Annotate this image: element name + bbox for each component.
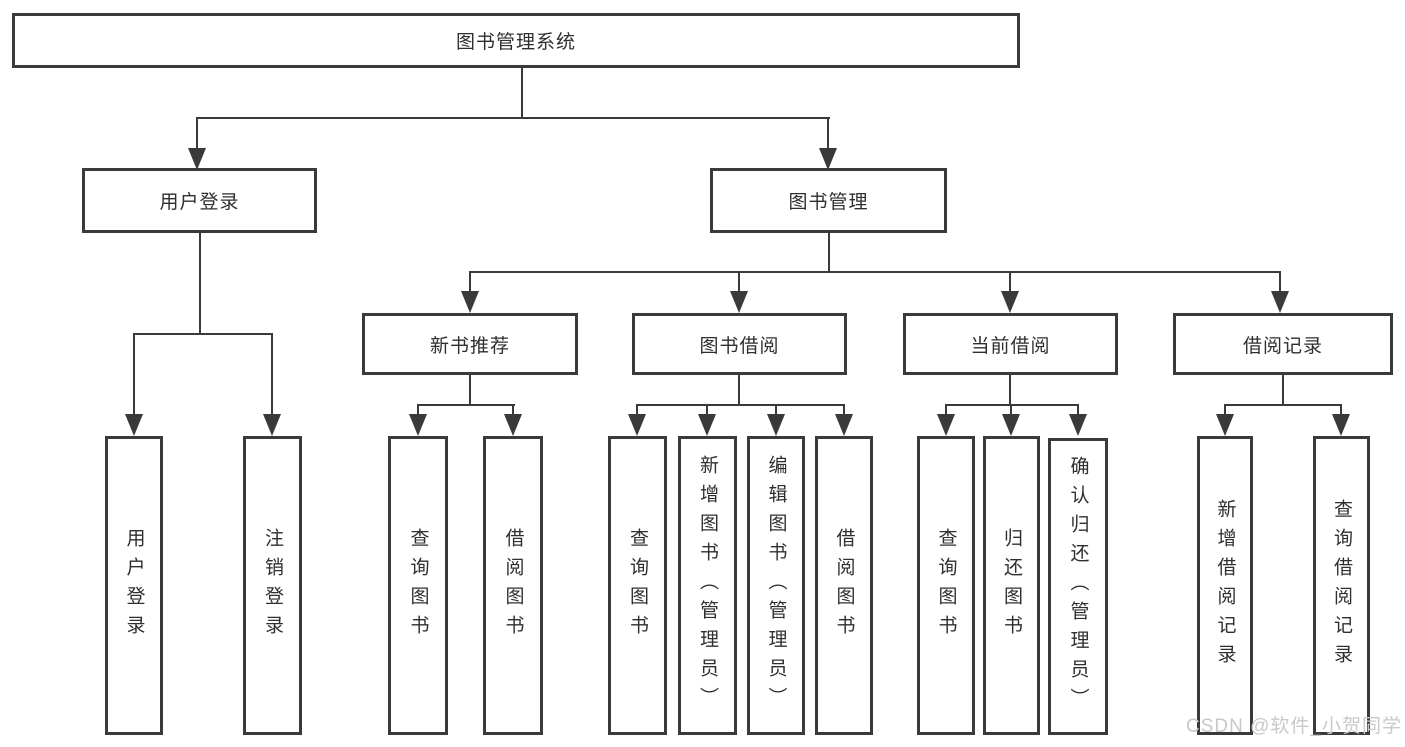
node-current-borrow: 当前借阅 [903,313,1118,375]
connector-line [1009,375,1011,406]
leaf-query-book-borrow-label: 查询图书 [627,527,648,644]
leaf-add-book-admin-label: 新增图书（管理员） [697,455,718,716]
connector-line [738,271,740,293]
node-new-book-recommend-label: 新书推荐 [429,335,510,357]
leaf-add-book-admin: 新增图书（管理员） [678,436,737,735]
connector-line [636,404,638,416]
leaf-add-borrow-record: 新增借阅记录 [1197,436,1253,735]
arrow-down-icon [461,291,479,313]
connector-line [945,404,947,416]
leaf-add-borrow-record-label: 新增借阅记录 [1214,498,1236,673]
leaf-borrow-book-label: 借阅图书 [833,527,855,644]
leaf-query-borrow-record: 查询借阅记录 [1313,436,1370,735]
node-borrow-records: 借阅记录 [1173,313,1393,375]
arrow-down-icon [263,414,281,436]
leaf-query-borrow-record-label: 查询借阅记录 [1331,498,1352,673]
leaf-return-book: 归还图书 [983,436,1040,735]
arrow-down-icon [730,291,748,313]
connector-line [417,404,419,416]
connector-line [1224,404,1342,406]
connector-line [1340,404,1342,416]
leaf-query-book-current: 查询图书 [917,436,975,735]
arrow-down-icon [1001,291,1019,313]
connector-line [945,404,1079,406]
leaf-logout: 注销登录 [243,436,302,735]
leaf-confirm-return-admin: 确认归还（管理员） [1048,438,1108,735]
arrow-down-icon [1332,414,1350,436]
leaf-edit-book-admin: 编辑图书（管理员） [747,436,805,735]
leaf-borrow-book-recommend-label: 借阅图书 [502,527,524,644]
node-book-management-label: 图书管理 [788,192,869,213]
arrow-down-icon [1216,414,1234,436]
connector-line [738,375,740,406]
node-book-management: 图书管理 [710,168,947,233]
arrow-down-icon [937,414,955,436]
root-node: 图书管理系统 [12,13,1020,68]
arrow-down-icon [628,414,646,436]
connector-line [843,404,845,416]
connector-line [775,404,777,416]
node-new-book-recommend: 新书推荐 [362,313,578,375]
connector-line [828,233,830,273]
arrow-down-icon [125,414,143,436]
leaf-query-book-recommend: 查询图书 [388,436,448,735]
arrow-down-icon [409,414,427,436]
arrow-down-icon [698,414,716,436]
connector-line [133,333,135,415]
connector-line [469,271,1281,273]
connector-line [199,233,201,335]
leaf-logout-label: 注销登录 [262,527,283,644]
leaf-borrow-book: 借阅图书 [815,436,873,735]
leaf-edit-book-admin-label: 编辑图书（管理员） [765,455,787,716]
node-current-borrow-label: 当前借阅 [970,335,1051,357]
connector-line [196,117,198,150]
arrow-down-icon [835,414,853,436]
connector-line [417,404,515,406]
arrow-down-icon [504,414,522,436]
watermark: CSDN @软件_小贺同学 [1186,716,1402,737]
connector-line [1224,404,1226,416]
leaf-borrow-book-recommend: 借阅图书 [483,436,543,735]
leaf-user-login: 用户登录 [105,436,163,735]
connector-line [469,375,471,406]
connector-line [133,333,273,335]
connector-line [469,271,471,293]
node-borrow-records-label: 借阅记录 [1242,335,1323,357]
connector-line [706,404,708,416]
arrow-down-icon [1271,291,1289,313]
connector-line [196,117,830,119]
node-user-login: 用户登录 [82,168,317,233]
connector-line [512,404,514,416]
leaf-return-book-label: 归还图书 [1001,527,1022,644]
arrow-down-icon [819,148,837,170]
leaf-query-book-recommend-label: 查询图书 [407,527,429,644]
connector-line [1010,404,1012,416]
arrow-down-icon [767,414,785,436]
node-user-login-label: 用户登录 [159,192,240,213]
arrow-down-icon [1069,414,1087,436]
connector-line [827,117,829,150]
leaf-query-book-current-label: 查询图书 [935,527,957,644]
node-book-borrow-label: 图书借阅 [699,335,780,357]
root-node-label: 图书管理系统 [455,32,576,53]
connector-line [521,68,523,118]
leaf-user-login-label: 用户登录 [123,527,145,644]
connector-line [636,404,845,406]
arrow-down-icon [188,148,206,170]
connector-line [1282,375,1284,406]
leaf-query-book-borrow: 查询图书 [608,436,667,735]
connector-line [1279,271,1281,293]
node-book-borrow: 图书借阅 [632,313,847,375]
connector-line [1009,271,1011,293]
connector-line [1077,404,1079,416]
leaf-confirm-return-admin-label: 确认归还（管理员） [1067,456,1089,717]
connector-line [271,333,273,415]
arrow-down-icon [1002,414,1020,436]
